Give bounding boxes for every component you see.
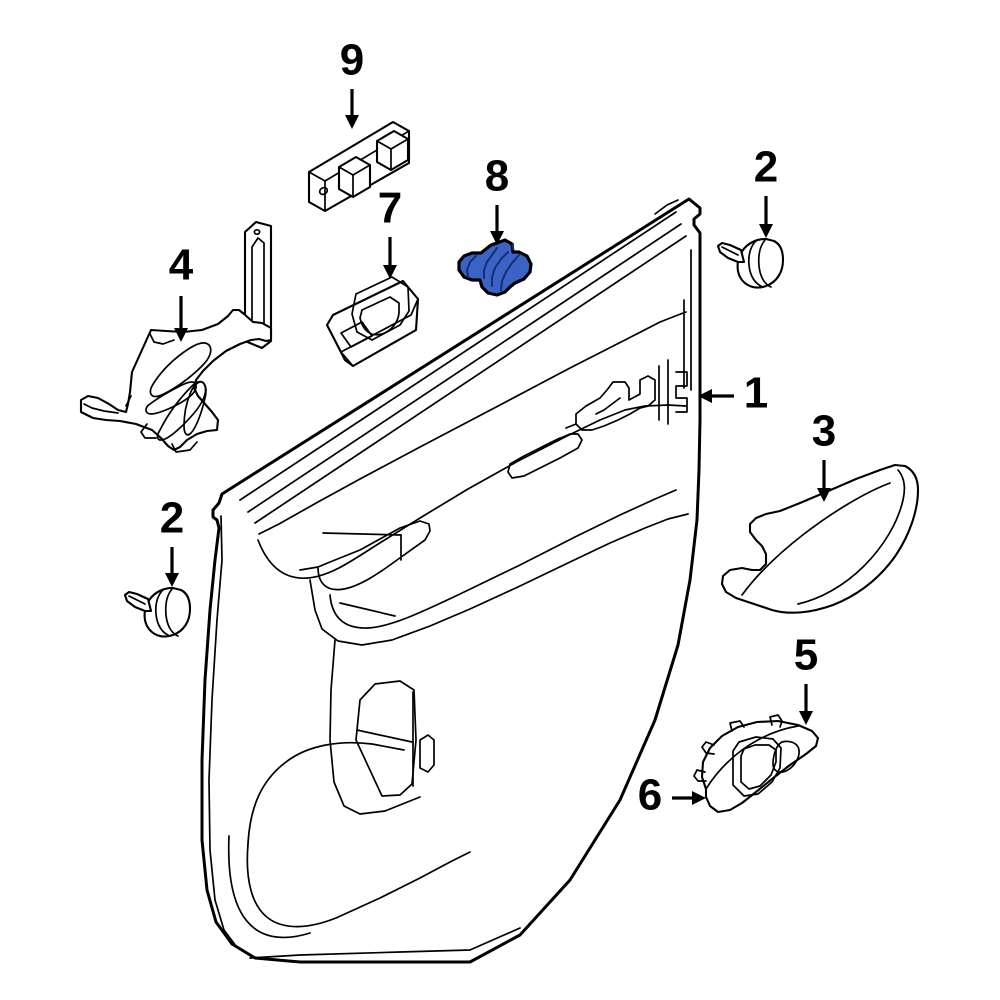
leader-3 — [817, 460, 831, 502]
callout-label-6: 6 — [638, 771, 662, 820]
part-window-switch-bezel[interactable] — [325, 276, 420, 368]
leader-6 — [672, 791, 706, 805]
part-power-window-switch[interactable] — [307, 120, 411, 213]
leader-1 — [698, 389, 734, 403]
part-reinforcement-bracket[interactable] — [79, 220, 273, 453]
callout-label-3: 3 — [812, 407, 836, 456]
part-pull-handle-armrest[interactable] — [720, 463, 920, 614]
callout-label-2-left: 2 — [160, 494, 184, 543]
callout-leaders — [165, 89, 831, 805]
leader-7 — [383, 237, 397, 279]
leader-4 — [174, 296, 188, 342]
leader-8 — [490, 205, 504, 245]
part-trim-panel-clip-highlighted[interactable] — [457, 238, 533, 297]
callout-label-4: 4 — [169, 241, 194, 290]
callout-label-2-top: 2 — [754, 143, 778, 192]
callout-label-5: 5 — [794, 631, 818, 680]
callout-label-1: 1 — [744, 369, 768, 418]
part-retainer-clip-upper[interactable] — [716, 237, 785, 289]
part-retainer-clip-lower[interactable] — [123, 586, 192, 638]
part-door-trim-panel[interactable] — [200, 197, 702, 964]
leader-2-left — [165, 547, 179, 587]
part-inside-door-handle[interactable] — [693, 714, 820, 814]
leader-9 — [345, 89, 359, 129]
callout-label-8: 8 — [485, 152, 509, 201]
callout-numbers: 1 2 2 3 4 5 6 7 8 9 — [160, 36, 836, 820]
leader-2-top — [759, 196, 773, 238]
leader-5 — [799, 684, 813, 725]
callout-label-7: 7 — [378, 184, 402, 233]
callout-label-9: 9 — [340, 36, 364, 85]
